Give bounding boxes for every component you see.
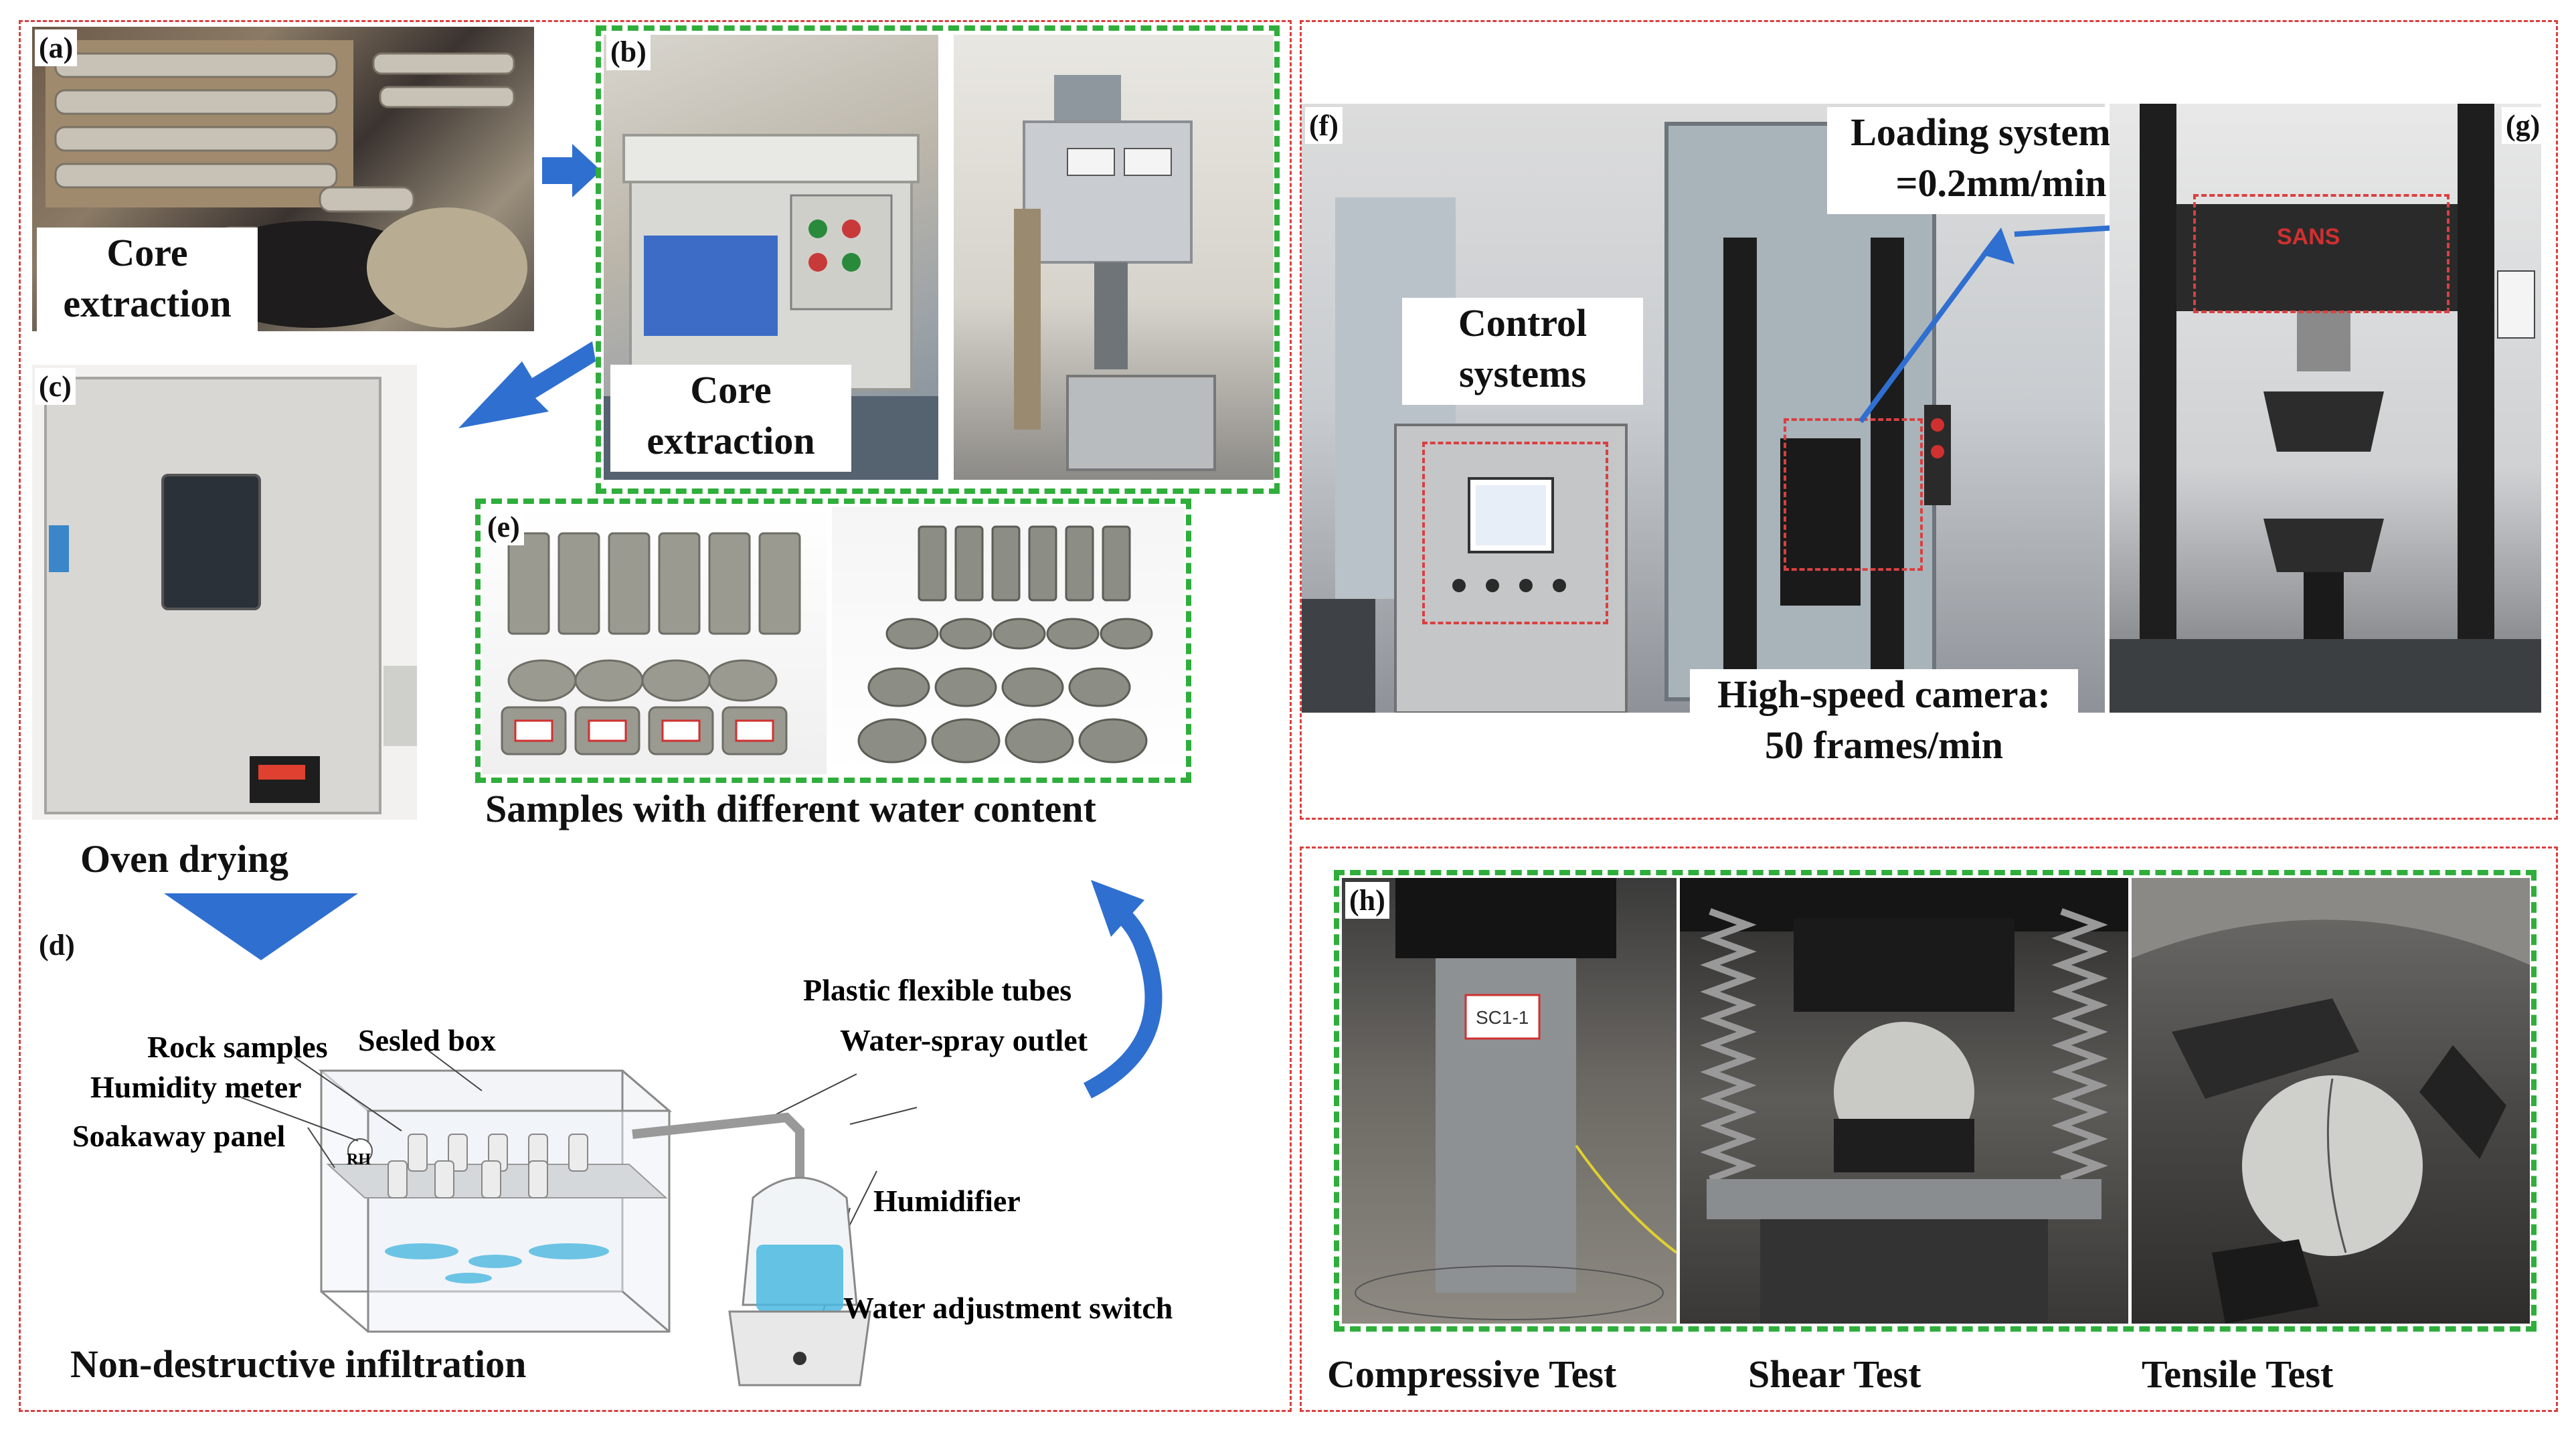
camera-line2: 50 frames/min	[1765, 723, 2003, 767]
core-extraction-label-b: Core extraction	[610, 365, 851, 472]
upper-right-region-border	[1300, 20, 2558, 820]
testing-machine-illustration: SANS	[2110, 104, 2541, 713]
specimen-tag-text: SC1-1	[1476, 1007, 1529, 1028]
camera-highlight-box	[1784, 418, 1923, 571]
loading-line2: =0.2mm/min	[1895, 161, 2107, 205]
photo-compressive-test: SC1-1	[1342, 878, 1677, 1324]
panel-label-h: (h)	[1345, 882, 1389, 919]
shear-test-caption: Shear Test	[1748, 1352, 1921, 1396]
samples-caption: Samples with different water content	[485, 787, 1096, 830]
control-line1: Control	[1458, 301, 1587, 345]
panel-label-c: (c)	[35, 368, 76, 405]
left-region-border	[19, 20, 1292, 1412]
tensile-illustration	[2132, 878, 2530, 1324]
tensile-test-caption: Tensile Test	[2142, 1352, 2334, 1396]
panel-label-a: (a)	[35, 29, 78, 66]
shear-illustration	[1680, 878, 2128, 1324]
panel-label-b: (b)	[606, 33, 651, 70]
samples-right-illustration	[857, 525, 1153, 764]
curved-arrow-d-to-e	[1083, 880, 1163, 1099]
photo-samples-right	[832, 507, 1185, 774]
panel-label-g: (g)	[2502, 107, 2545, 144]
infiltration-schematic: RH Sesled box Rock samples Humidity mete…	[72, 973, 1173, 1387]
compressive-test-caption: Compressive Test	[1327, 1352, 1617, 1396]
core-b-line2: extraction	[647, 419, 815, 462]
photo-testing-machine: SANS	[2110, 104, 2541, 713]
photo-shear-test	[1680, 878, 2128, 1324]
core-a-line1: Core	[106, 231, 188, 274]
control-highlight-box	[1422, 442, 1608, 624]
core-a-line2: extraction	[63, 282, 232, 325]
camera-line1: High-speed camera:	[1717, 673, 2051, 716]
panel-label-d: (d)	[35, 927, 79, 964]
loading-line1: Loading system:V	[1851, 110, 2152, 154]
photo-drying-oven	[32, 365, 417, 820]
photo-tensile-test	[2132, 878, 2530, 1324]
panel-h-border	[1334, 870, 2537, 1332]
sealed-box-label: Sesled box	[358, 1023, 496, 1057]
camera-label: High-speed camera: 50 frames/min	[1690, 669, 2078, 776]
arrow-a-to-b	[542, 144, 601, 197]
infiltration-caption: Non-destructive infiltration	[70, 1342, 527, 1386]
drill-illustration	[1014, 75, 1216, 471]
oven-illustration	[44, 377, 417, 814]
rock-samples-label: Rock samples	[147, 1030, 328, 1064]
rh-label: RH	[347, 1151, 371, 1168]
photo-samples-left	[482, 507, 827, 774]
control-line2: systems	[1458, 352, 1587, 395]
switch-label: Water adjustment switch	[843, 1291, 1173, 1325]
photo-test-lab	[1302, 104, 2105, 713]
core-extraction-label-a: Core extraction	[37, 228, 258, 335]
tubes-label: Plastic flexible tubes	[803, 973, 1071, 1007]
spray-label: Water-spray outlet	[840, 1023, 1088, 1057]
soakaway-label: Soakaway panel	[72, 1119, 285, 1153]
cutting-machine-illustration	[604, 134, 938, 480]
core-b-line1: Core	[690, 368, 772, 412]
panel-e-border	[475, 499, 1191, 783]
panel-label-f: (f)	[1305, 107, 1343, 144]
lower-right-region-border	[1300, 846, 2558, 1412]
control-systems-label: Control systems	[1402, 298, 1643, 405]
arrow-b-to-c	[458, 341, 596, 428]
crosshead-highlight-box	[2193, 194, 2450, 313]
humidifier-label: Humidifier	[873, 1184, 1021, 1218]
lab-illustration	[1302, 122, 1951, 713]
photo-drilling-machine	[954, 35, 1274, 480]
compressive-illustration: SC1-1	[1355, 878, 1677, 1320]
arrow-c-to-d	[164, 893, 358, 960]
oven-drying-caption: Oven drying	[80, 837, 288, 881]
humidity-meter-label: Humidity meter	[90, 1070, 302, 1104]
panel-b-border	[596, 25, 1280, 494]
samples-left-illustration	[501, 532, 801, 755]
machine-brand-text: SANS	[2277, 224, 2340, 250]
panel-label-e: (e)	[483, 509, 524, 545]
